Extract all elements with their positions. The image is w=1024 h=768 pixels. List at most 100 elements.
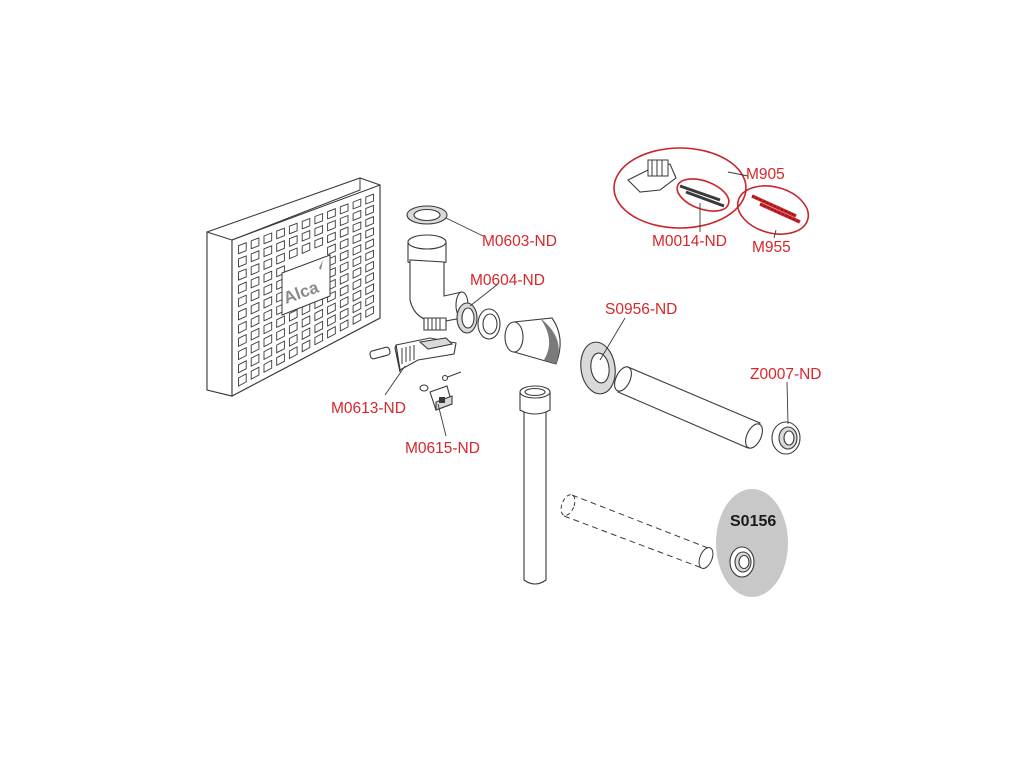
grille-hole bbox=[365, 238, 374, 250]
grille-hole bbox=[365, 283, 374, 296]
grille-hole bbox=[301, 229, 311, 242]
grille-holes bbox=[238, 193, 374, 387]
grille-hole bbox=[238, 346, 247, 361]
grille-hole bbox=[327, 325, 336, 339]
grille-hole bbox=[339, 284, 349, 297]
grille-hole bbox=[238, 307, 247, 321]
grille-hole bbox=[301, 339, 311, 353]
grille-hole bbox=[365, 305, 374, 319]
grille-hole bbox=[327, 243, 336, 256]
grille-hole bbox=[365, 271, 374, 285]
grille-hole bbox=[352, 244, 362, 256]
leader-lines bbox=[384, 171, 789, 437]
grille-hole bbox=[263, 359, 273, 374]
grille-hole bbox=[365, 249, 374, 262]
label-m0014: M0014-ND bbox=[652, 233, 727, 250]
grille-hole bbox=[352, 255, 362, 268]
grille-hole bbox=[314, 236, 324, 249]
grille-hole bbox=[263, 308, 273, 322]
m905-outline bbox=[613, 147, 747, 229]
grille-hole bbox=[339, 226, 349, 238]
vertical-pipe bbox=[519, 385, 551, 585]
grille-hole bbox=[314, 320, 324, 334]
grille-hole bbox=[352, 278, 362, 291]
grille-hole bbox=[314, 224, 324, 237]
grille-hole bbox=[314, 308, 324, 322]
grille-hole bbox=[352, 289, 362, 302]
grille-hole bbox=[365, 227, 374, 239]
grille-hole bbox=[276, 327, 285, 341]
grille-hole bbox=[352, 209, 362, 222]
dashed-pipe bbox=[560, 494, 714, 569]
grille-hole bbox=[238, 360, 247, 374]
grille-hole bbox=[339, 319, 349, 332]
grille-hole bbox=[352, 232, 362, 245]
grille-hole bbox=[339, 272, 349, 285]
grille-hole bbox=[339, 238, 349, 250]
grille-hole bbox=[339, 261, 349, 274]
grille-hole bbox=[339, 295, 349, 309]
m0615-clip bbox=[429, 385, 453, 411]
grille-hole bbox=[339, 214, 349, 227]
grille-hole bbox=[314, 212, 324, 225]
grille-hole bbox=[238, 255, 247, 268]
siphon-assembly bbox=[406, 205, 469, 331]
m955-rods bbox=[751, 194, 801, 224]
grille-hole bbox=[263, 334, 273, 348]
label-z0007: Z0007-ND bbox=[750, 366, 822, 383]
label-m955: M955 bbox=[752, 239, 791, 256]
grille-hole bbox=[288, 333, 298, 347]
grille-hole bbox=[263, 232, 273, 245]
m0014-rods bbox=[679, 184, 725, 208]
m0613-bracket bbox=[369, 337, 457, 373]
s0956-rosette bbox=[580, 341, 616, 395]
grille-hole bbox=[365, 260, 374, 273]
grille-hole bbox=[238, 294, 247, 308]
grille-hole bbox=[288, 309, 298, 322]
label-m905: M905 bbox=[746, 166, 785, 183]
label-m0613: M0613-ND bbox=[331, 400, 406, 417]
label-m0615: M0615-ND bbox=[405, 440, 480, 457]
m905-bracket bbox=[627, 159, 677, 193]
grille-hole bbox=[352, 312, 362, 325]
m0604-rings bbox=[456, 302, 501, 340]
grille-hole bbox=[301, 315, 311, 328]
grille-hole bbox=[352, 266, 362, 279]
grille-hole bbox=[238, 333, 247, 348]
s0156-highlight bbox=[716, 489, 788, 597]
grille-hole bbox=[250, 250, 260, 263]
grille-hole bbox=[238, 268, 247, 281]
grille-hole bbox=[288, 247, 298, 260]
grille-hole bbox=[339, 203, 349, 215]
grille-hole bbox=[263, 296, 273, 309]
grille-hole bbox=[365, 204, 374, 216]
grille-hole bbox=[365, 294, 374, 307]
grille-hole bbox=[276, 240, 285, 253]
grille-hole bbox=[327, 314, 336, 327]
m905-kit bbox=[613, 147, 810, 235]
grille-hole bbox=[250, 301, 260, 315]
grille-hole bbox=[250, 314, 260, 328]
z0007-nut bbox=[771, 421, 801, 455]
grille-hole bbox=[288, 235, 298, 247]
grille-hole bbox=[327, 219, 336, 232]
grille-hole bbox=[263, 321, 273, 335]
grille-hole bbox=[263, 257, 273, 271]
m955-outline bbox=[736, 185, 810, 235]
grille-hole bbox=[327, 302, 336, 315]
grille-hole bbox=[352, 221, 362, 233]
m0014-outline bbox=[676, 178, 730, 212]
grille-panel: Alca bbox=[206, 177, 381, 397]
grille-hole bbox=[238, 373, 247, 387]
grille-hole bbox=[352, 300, 362, 314]
label-s0156: S0156 bbox=[730, 513, 776, 530]
label-m0603: M0603-ND bbox=[482, 233, 557, 250]
grille-hole bbox=[288, 346, 298, 360]
grille-hole bbox=[250, 263, 260, 276]
part-labels: M0603-ND M0604-ND S0956-ND Z0007-ND M061… bbox=[331, 166, 822, 530]
connector-sleeve bbox=[504, 317, 561, 365]
label-m0604: M0604-ND bbox=[470, 272, 545, 289]
alca-logo: Alca bbox=[281, 254, 331, 316]
horizontal-pipe bbox=[614, 366, 763, 449]
